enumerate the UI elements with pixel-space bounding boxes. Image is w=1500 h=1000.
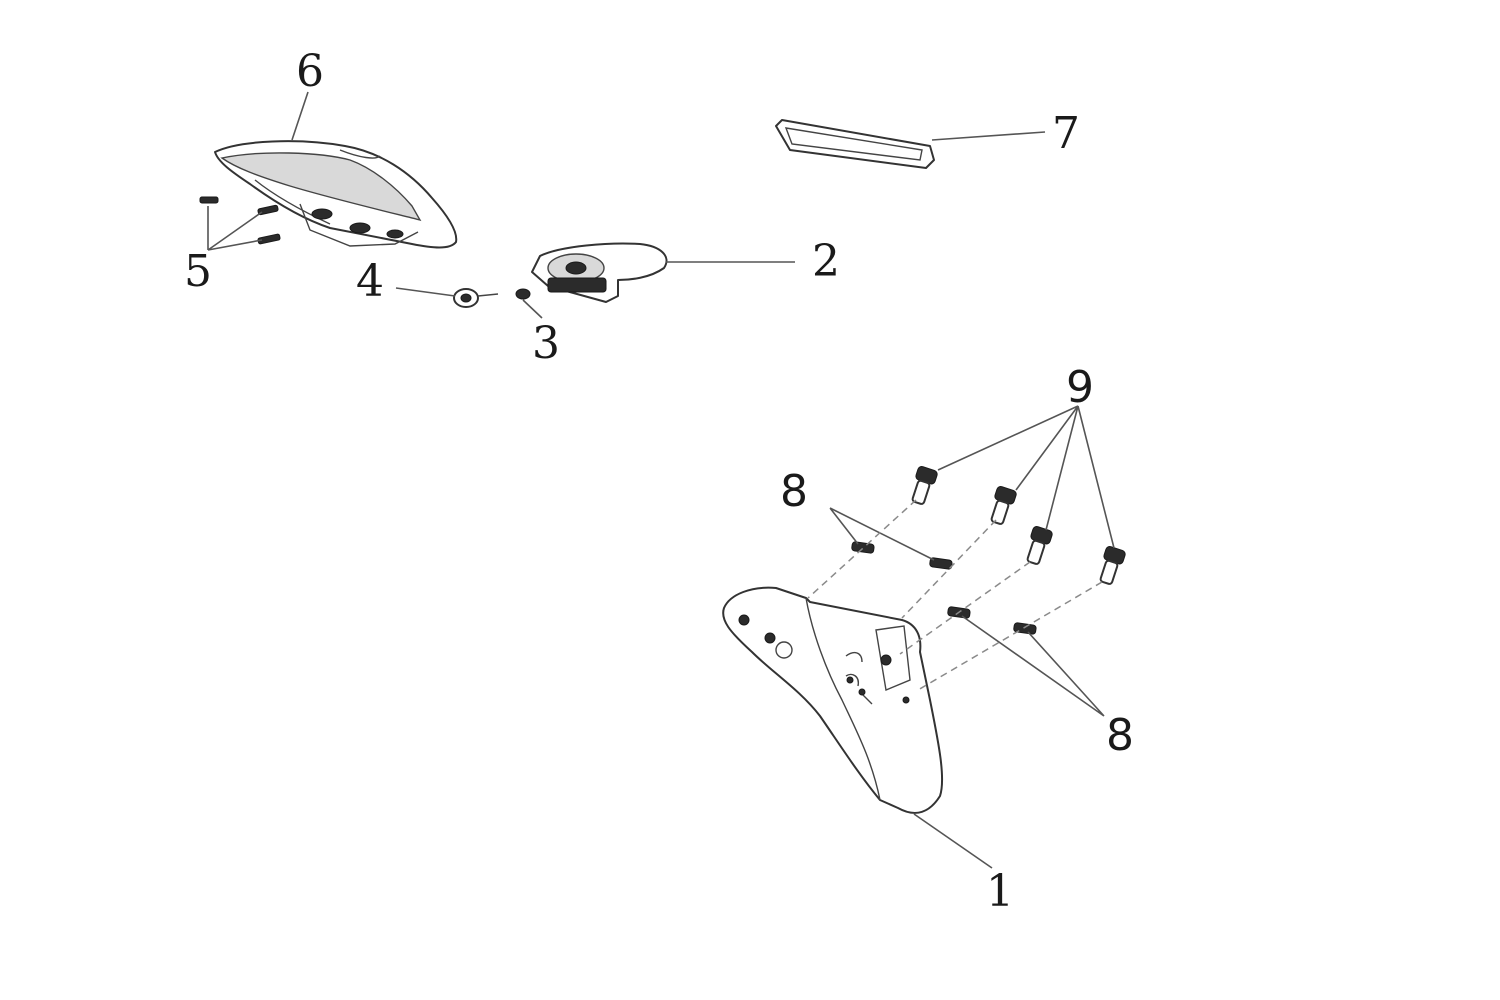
callout-1: 1 xyxy=(986,866,1014,917)
leader-6 xyxy=(291,91,309,141)
part-2-socket xyxy=(531,242,668,303)
callout-4: 4 xyxy=(356,256,384,307)
leader-8-left xyxy=(829,507,935,561)
callout-9: 9 xyxy=(1066,362,1094,413)
leader-3 xyxy=(522,299,543,319)
part-6-housing xyxy=(214,140,458,249)
part-7-lens xyxy=(775,119,935,169)
part-5-screws xyxy=(199,196,281,245)
callout-8-right: 8 xyxy=(1106,710,1134,761)
callout-7: 7 xyxy=(1052,108,1080,159)
callout-5: 5 xyxy=(184,246,212,297)
callout-8-left: 8 xyxy=(780,466,808,517)
part-3-grommet xyxy=(515,288,531,300)
leader-8-right xyxy=(961,615,1105,717)
leader-5 xyxy=(207,206,263,251)
leader-1 xyxy=(913,813,993,869)
leader-9 xyxy=(937,405,1115,549)
callout-3: 3 xyxy=(532,318,560,369)
part-8-nuts xyxy=(851,541,1037,635)
leader-4 xyxy=(395,287,456,297)
assembly-lines xyxy=(807,499,1103,691)
callout-6: 6 xyxy=(296,46,324,97)
part-4-bulb xyxy=(453,288,499,308)
part-1-bracket xyxy=(722,586,944,814)
callout-2: 2 xyxy=(812,236,840,287)
leader-7 xyxy=(931,131,1046,141)
part-9-bolts xyxy=(911,466,1126,585)
